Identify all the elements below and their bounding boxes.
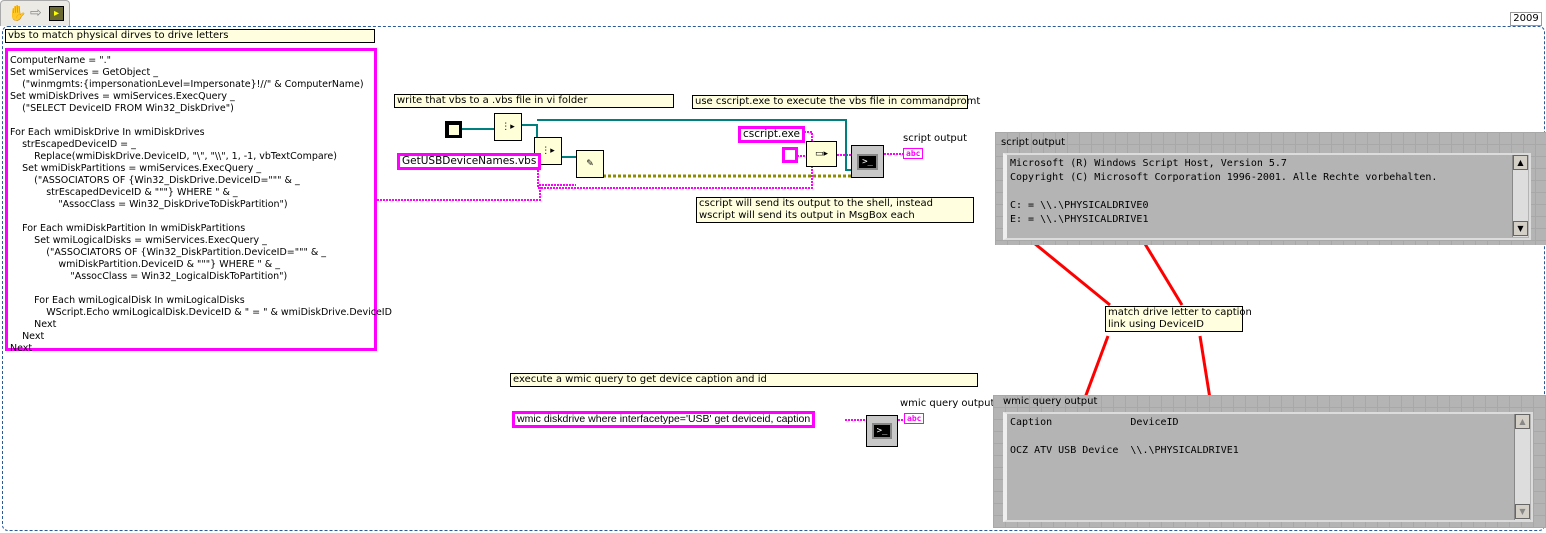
script-output-panel: script output Microsoft (R) Windows Scri… [995,132,1546,245]
scrollbar[interactable]: ▲ ▼ [1514,414,1530,520]
string-wire [797,153,903,157]
comment-wmic: execute a wmic query to get device capti… [510,373,978,387]
system-exec-node: >_ [851,145,884,178]
wmic-output-textarea[interactable]: Caption DeviceID OCZ ATV USB Device \\.\… [1003,412,1533,522]
wmic-output-terminal: abc [904,413,925,424]
cscript-constant[interactable]: cscript.exe [738,126,805,143]
scroll-up-button[interactable]: ▲ [1515,414,1530,429]
script-output-label: script output [1001,137,1066,148]
space-constant[interactable]: _ [782,147,798,163]
wmic-output-panel: wmic query output Caption DeviceID OCZ A… [993,395,1546,528]
comment-match: match drive letter to caption link using… [1105,306,1252,332]
vbs-code-constant[interactable]: ComputerName = "." Set wmiServices = Get… [5,48,392,354]
build-path-node: ⋮▸ [494,113,522,141]
annotation-arrow [1137,233,1184,306]
wmic-output-label: wmic query output [1003,396,1098,407]
scrollbar[interactable]: ▲ ▼ [1512,155,1528,237]
toolbar: ✋ ⇨ ▸ [0,0,70,26]
wmic-command-constant[interactable]: wmic diskdrive where interfacetype='USB'… [512,411,816,428]
string-wire [377,184,576,201]
comment-write: write that vbs to a .vbs file in vi fold… [394,94,674,108]
comment-cscript: use cscript.exe to execute the vbs file … [692,95,980,109]
script-output-terminal: abc [903,148,924,159]
concatenate-strings-node: ▭▸ [806,141,837,167]
structure-frame [2,26,1545,531]
scroll-down-button[interactable]: ▼ [1515,504,1530,519]
run-vi-icon[interactable]: ▸ [49,6,64,21]
write-text-file-node: ✎ [576,150,604,178]
current-vi-path-icon [445,121,462,138]
system-exec-node: >_ [866,415,898,447]
scroll-down-button[interactable]: ▼ [1513,221,1528,236]
filename-constant[interactable]: GetUSBDeviceNames.vbs [397,153,542,170]
wmic-output-terminal-label: wmic query output [900,398,995,409]
comment-vbs-title: vbs to match physical dirves to drive le… [5,29,375,43]
scroll-up-button[interactable]: ▲ [1513,155,1528,170]
step-arrow-icon[interactable]: ⇨ [30,5,42,21]
comment-cscript-note: cscript will send its output to the shel… [696,197,974,223]
script-output-textarea[interactable]: Microsoft (R) Windows Script Host, Versi… [1003,153,1531,240]
frame-label: 2009 [1510,12,1542,26]
script-output-terminal-label: script output [903,133,968,144]
hand-tool-icon[interactable]: ✋ [8,4,27,22]
